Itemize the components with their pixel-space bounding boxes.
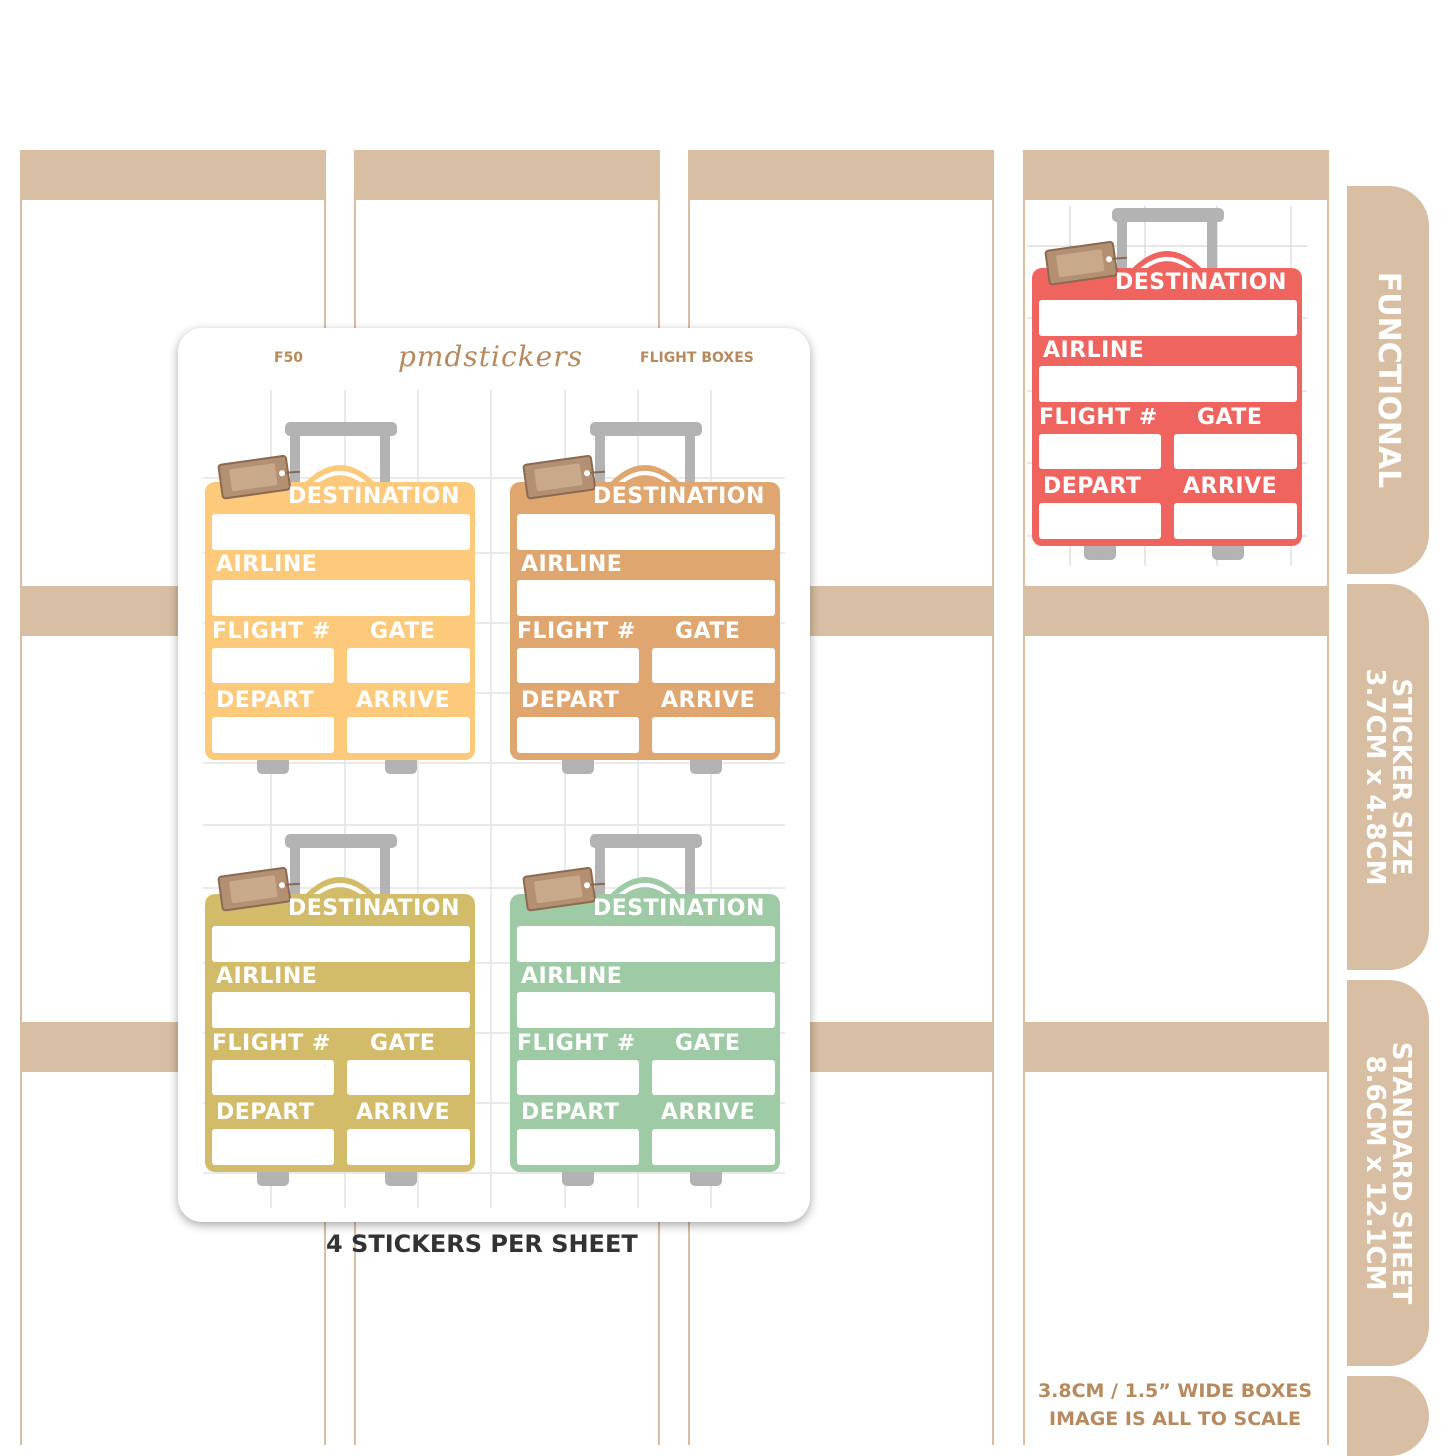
column-divider-band [1023,586,1329,636]
label-arrive: ARRIVE [356,1100,451,1125]
standard-sheet-value: 8.6CM x 12.1CM [1360,1055,1390,1291]
note-box-width: 3.8CM / 1.5” WIDE BOXES [1037,1380,1313,1402]
label-gate: GATE [370,619,436,644]
label-depart: DEPART [216,688,315,713]
tab-standard-sheet: STANDARD SHEET 8.6CM x 12.1CM [1347,980,1429,1366]
tab-sticker-size-text: STICKER SIZE 3.7CM x 4.8CM [1360,668,1416,886]
luggage-tag-icon [522,454,606,500]
label-arrive: ARRIVE [1183,474,1278,499]
brand-logo: pmdstickers [398,340,583,373]
label-airline: AIRLINE [216,552,318,577]
label-airline: AIRLINE [521,552,623,577]
luggage-sticker-green: DESTINATION AIRLINE FLIGHT # GATE DEPART ARRI… [505,832,785,1192]
luggage-graphic [510,422,780,774]
label-arrive: ARRIVE [661,1100,756,1125]
standard-sheet-title: STANDARD SHEET [1386,1041,1416,1305]
label-airline: AIRLINE [521,964,623,989]
label-arrive: ARRIVE [661,688,756,713]
luggage-tag-icon [217,454,301,500]
label-depart: DEPART [1043,474,1142,499]
label-flight: FLIGHT # [212,619,331,644]
planner-column-4 [1023,150,1329,1445]
luggage-sticker-tan: DESTINATION AIRLINE FLIGHT # GATE DEPART ARRI… [505,420,785,780]
sticker-size-title: STICKER SIZE [1386,678,1416,876]
label-gate: GATE [675,619,741,644]
label-depart: DEPART [216,1100,315,1125]
label-flight: FLIGHT # [212,1031,331,1056]
tab-sticker-size: STICKER SIZE 3.7CM x 4.8CM [1347,584,1429,970]
sheet-code: F50 [274,350,304,366]
luggage-sticker-olive: DESTINATION AIRLINE FLIGHT # GATE DEPART ARRI… [200,832,480,1192]
luggage-sticker-yellow: DESTINATION AIRLINE FLIGHT # GATE DEPART ARRI… [200,420,480,780]
label-airline: AIRLINE [216,964,318,989]
stickers-per-sheet: 4 STICKERS PER SHEET [326,1230,638,1258]
label-arrive: ARRIVE [356,688,451,713]
label-gate: GATE [370,1031,436,1056]
label-gate: GATE [1197,405,1263,430]
sheet-product-name: FLIGHT BOXES [640,350,754,366]
label-flight: FLIGHT # [517,619,636,644]
luggage-tag-icon [217,866,301,912]
label-destination: DESTINATION [593,896,765,921]
tab-functional: FUNCTIONAL [1347,186,1429,574]
label-depart: DEPART [521,1100,620,1125]
label-destination: DESTINATION [288,484,460,509]
tab-blank [1347,1376,1429,1456]
luggage-tag-icon [522,866,606,912]
luggage-graphic [205,422,475,774]
column-header-band [20,150,326,200]
column-divider-band [1023,1022,1329,1072]
luggage-sticker-red-preview: DESTINATION AIRLINE FLIGHT # GATE DEPART ARRI… [1027,206,1307,566]
tab-functional-label: FUNCTIONAL [1371,271,1406,489]
label-airline: AIRLINE [1043,338,1145,363]
luggage-graphic [205,834,475,1186]
sticker-size-value: 3.7CM x 4.8CM [1360,668,1390,886]
label-depart: DEPART [521,688,620,713]
label-destination: DESTINATION [593,484,765,509]
note-scale: IMAGE IS ALL TO SCALE [1049,1408,1301,1430]
label-flight: FLIGHT # [517,1031,636,1056]
column-header-band [688,150,994,200]
column-header-band [354,150,660,200]
label-destination: DESTINATION [1115,270,1287,295]
label-gate: GATE [675,1031,741,1056]
tab-standard-sheet-text: STANDARD SHEET 8.6CM x 12.1CM [1360,1041,1416,1305]
luggage-graphic [510,834,780,1186]
label-flight: FLIGHT # [1039,405,1158,430]
luggage-tag-icon [1044,240,1128,286]
luggage-graphic [1027,206,1307,566]
label-destination: DESTINATION [288,896,460,921]
column-header-band [1023,150,1329,200]
